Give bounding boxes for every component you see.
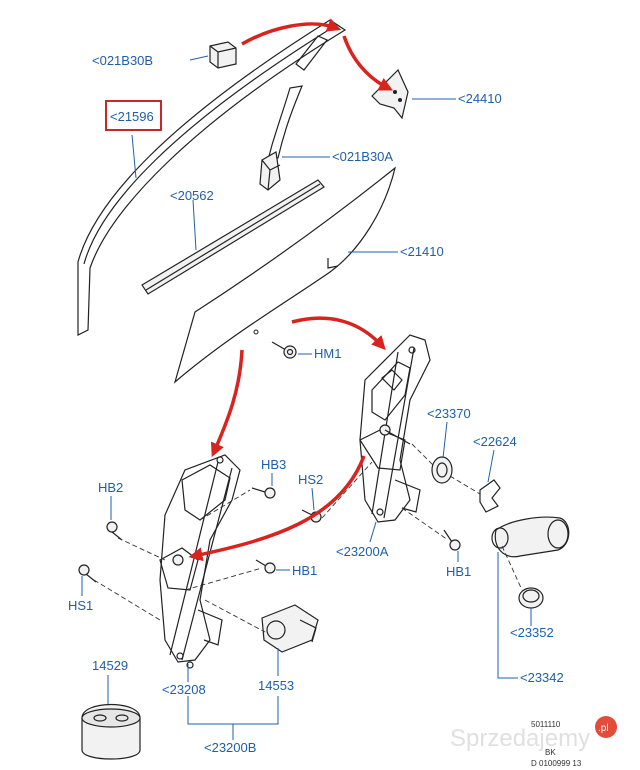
cap-23352 (518, 587, 544, 609)
bolt-hb3 (251, 487, 276, 499)
bumper-021b30a (259, 151, 281, 191)
label-23342: <23342 (520, 670, 564, 685)
red-arrow-regulator (188, 455, 366, 562)
red-arrow-glass-right (291, 316, 386, 351)
label-14553: 14553 (258, 678, 294, 693)
handle-23342 (491, 516, 570, 558)
clip-22624 (479, 479, 501, 513)
label-021b30a: <021B30A (332, 149, 393, 164)
watermark: Sprzedajemy .pl (450, 716, 617, 752)
switch-14529 (81, 703, 141, 760)
highlight-box (105, 100, 162, 131)
leader-lines (81, 55, 532, 740)
label-23208: <23208 (162, 682, 206, 697)
label-14529: 14529 (92, 658, 128, 673)
label-021b30b: <021B30B (92, 53, 153, 68)
bolt-hb2 (106, 521, 123, 541)
label-23352: <23352 (510, 625, 554, 640)
label-23200b: <23200B (204, 740, 256, 755)
drawing-code: 5011110 BK D 0100999 13 (531, 720, 582, 768)
drawing-code-line3: D 0100999 13 (531, 759, 582, 768)
watermark-badge-icon (595, 716, 617, 738)
label-hb1-left: HB1 (292, 563, 317, 578)
label-21410: <21410 (400, 244, 444, 259)
red-arrow-clip (241, 18, 342, 46)
label-22624: <22624 (473, 434, 517, 449)
callout-labels: <021B30B <21596 <24410 <021B30A <20562 <… (68, 53, 564, 755)
door-glass-21410 (173, 166, 396, 384)
window-regulator-23200b (159, 454, 241, 669)
clip-021b30b (209, 41, 237, 69)
watermark-text: Sprzedajemy (450, 725, 590, 752)
motor-14553 (261, 604, 319, 653)
drawing-code-line2: BK (545, 748, 556, 757)
watermark-badge-text: .pl (598, 723, 609, 734)
label-hb3: HB3 (261, 457, 286, 472)
label-23370: <23370 (427, 406, 471, 421)
window-regulator-23200a (359, 334, 431, 523)
corner-trim-24410 (371, 68, 409, 120)
grommet-23370 (431, 456, 453, 484)
label-hb2: HB2 (98, 480, 123, 495)
glass-run-channel-21596 (77, 19, 347, 336)
label-20562: <20562 (170, 188, 214, 203)
bolt-hm1 (271, 341, 297, 359)
belt-moulding-20562 (141, 179, 325, 295)
assembly-lines (93, 443, 523, 633)
label-24410: <24410 (458, 91, 502, 106)
label-hs1: HS1 (68, 598, 93, 613)
label-23200a: <23200A (336, 544, 389, 559)
label-hm1: HM1 (314, 346, 341, 361)
label-hb1-right: HB1 (446, 564, 471, 579)
drawing-code-line1: 5011110 (531, 720, 561, 729)
red-arrow-glass-left (210, 349, 244, 458)
bolt-hb1-left (255, 559, 276, 574)
label-21596: <21596 (110, 109, 154, 124)
red-arrow-trim (342, 35, 394, 91)
label-hs2: HS2 (298, 472, 323, 487)
bolt-hb1-right (443, 529, 461, 551)
red-arrows (188, 18, 394, 562)
